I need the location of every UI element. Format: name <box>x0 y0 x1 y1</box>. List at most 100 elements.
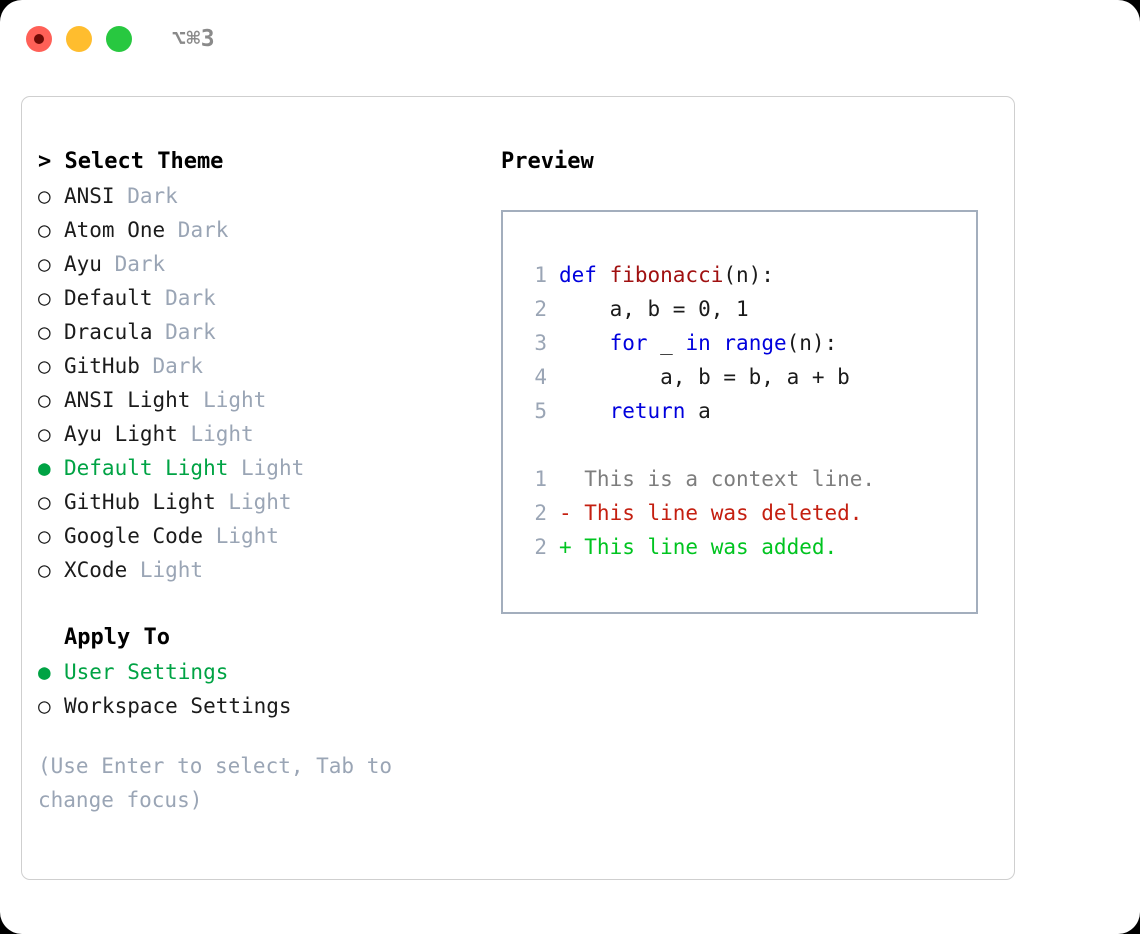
line-number: 2 <box>534 535 547 559</box>
theme-item[interactable]: ○ Dracula Dark <box>38 315 488 349</box>
panel-columns: > Select Theme ○ANSI Dark○Atom One Dark○… <box>22 97 1014 879</box>
code-token-plain <box>559 399 610 423</box>
code-line: 2 a, b = 0, 1 <box>517 292 976 326</box>
theme-item-mode: Dark <box>165 218 229 242</box>
code-token-kw: in <box>685 331 711 355</box>
radio-icon: ○ <box>38 558 51 582</box>
code-token-kw: range <box>723 331 787 355</box>
code-token-plain: a, b = b, a + b <box>559 365 850 389</box>
diff-line-text-ctx: This is a context line. <box>559 467 876 491</box>
apply-to-item-label: User Settings <box>64 660 229 684</box>
diff-line-text-del: - This line was deleted. <box>559 501 863 525</box>
theme-item-mode: Light <box>177 422 254 446</box>
apply-to-list[interactable]: ● User Settings ○ Workspace Settings <box>38 655 488 723</box>
theme-item-mode: Light <box>228 456 305 480</box>
apply-to-item[interactable]: ○ Workspace Settings <box>38 689 488 723</box>
theme-item-mode: Dark <box>101 252 166 276</box>
theme-item-label: Google Code <box>64 524 204 548</box>
theme-item[interactable]: ○Atom One Dark <box>38 213 488 247</box>
theme-item-mode: Dark <box>152 286 216 310</box>
theme-item-mode: Dark <box>139 354 204 378</box>
line-number: 3 <box>534 331 547 355</box>
theme-item-label: ANSI <box>64 184 115 208</box>
theme-item-mode: Dark <box>152 320 216 344</box>
theme-item[interactable]: ○ ANSI Dark <box>38 179 488 213</box>
theme-item-label: ANSI Light <box>64 388 191 412</box>
radio-icon: ○ <box>38 184 51 208</box>
shortcut-label: ⌥⌘3 <box>172 26 216 52</box>
radio-icon: ○ <box>38 218 51 242</box>
theme-list[interactable]: ○ANSI Dark○Atom One Dark○Ayu Dark○Defaul… <box>38 179 488 587</box>
theme-item[interactable]: ○GitHub Light Light <box>38 485 488 519</box>
radio-icon: ○ <box>38 694 51 718</box>
theme-item[interactable]: ● Default Light Light <box>38 451 488 485</box>
radio-selected-icon: ● <box>38 456 51 480</box>
diff-line: 2- This line was deleted. <box>517 496 976 530</box>
preview-header: Preview <box>501 149 594 174</box>
theme-item[interactable]: ○ Ayu Dark <box>38 247 488 281</box>
main-panel: > Select Theme ○ANSI Dark○Atom One Dark○… <box>21 96 1015 880</box>
theme-selector-column: > Select Theme ○ANSI Dark○Atom One Dark○… <box>38 145 488 817</box>
code-line: 1 def fibonacci(n): <box>517 258 976 292</box>
code-line: 3 for _ in range(n): <box>517 326 976 360</box>
apply-to-header: Apply To <box>64 625 170 650</box>
radio-selected-icon: ● <box>38 660 51 684</box>
theme-item[interactable]: ○ GitHub Dark <box>38 349 488 383</box>
line-number: 5 <box>534 399 547 423</box>
code-token-plain <box>559 331 610 355</box>
diff-line: 1 This is a context line. <box>517 462 976 496</box>
radio-icon: ○ <box>38 524 51 548</box>
radio-icon: ○ <box>38 490 51 514</box>
theme-item-mode: Light <box>203 524 279 548</box>
theme-item-label: Default <box>64 286 153 310</box>
section-spacer <box>38 587 488 621</box>
maximize-button[interactable] <box>106 26 132 52</box>
code-token-kw: def <box>559 263 610 287</box>
minimize-button[interactable] <box>66 26 92 52</box>
line-number: 1 <box>534 467 547 491</box>
apply-to-item-label: Workspace Settings <box>64 694 292 718</box>
code-line: 5 return a <box>517 394 976 428</box>
theme-item-label: Default Light <box>64 456 229 480</box>
close-button[interactable] <box>26 26 52 52</box>
diff-sample: 1 This is a context line.2- This line wa… <box>517 462 976 564</box>
code-token-plain <box>711 331 724 355</box>
radio-icon: ○ <box>38 252 51 276</box>
theme-item-label: GitHub <box>64 354 140 378</box>
theme-item[interactable]: ○ Ayu Light Light <box>38 417 488 451</box>
line-number: 2 <box>534 297 547 321</box>
theme-item-label: Ayu Light <box>64 422 178 446</box>
code-token-plain: (n): <box>723 263 774 287</box>
theme-item-label: Ayu <box>64 252 102 276</box>
theme-item[interactable]: ○ Google Code Light <box>38 519 488 553</box>
theme-item[interactable]: ○ ANSI Light Light <box>38 383 488 417</box>
line-number: 1 <box>534 263 547 287</box>
theme-item-label: Dracula <box>64 320 153 344</box>
radio-icon: ○ <box>38 422 51 446</box>
code-line: 4 a, b = b, a + b <box>517 360 976 394</box>
radio-icon: ○ <box>38 388 51 412</box>
radio-icon: ○ <box>38 286 51 310</box>
theme-item-mode: Light <box>215 490 292 514</box>
theme-item[interactable]: ○ Default Dark <box>38 281 488 315</box>
code-token-plain: a, b = 0, 1 <box>559 297 749 321</box>
line-number: 4 <box>534 365 547 389</box>
code-token-plain: a <box>685 399 711 423</box>
radio-icon: ○ <box>38 320 51 344</box>
theme-item-mode: Light <box>190 388 267 412</box>
window-titlebar: ⌥⌘3 <box>0 0 1140 78</box>
diff-line: 2 + This line was added. <box>517 530 976 564</box>
select-theme-header: > Select Theme <box>38 149 224 174</box>
help-text: (Use Enter to select, Tab to change focu… <box>38 754 393 812</box>
theme-item[interactable]: ○XCode Light <box>38 553 488 587</box>
radio-icon: ○ <box>38 354 51 378</box>
code-token-plain: (n): <box>786 331 838 355</box>
theme-item-mode: Dark <box>114 184 178 208</box>
code-token-fn: fibonacci <box>609 263 724 287</box>
diff-line-text-add: + This line was added. <box>559 535 838 559</box>
theme-item-label: XCode <box>64 558 128 582</box>
apply-to-item[interactable]: ● User Settings <box>38 655 488 689</box>
